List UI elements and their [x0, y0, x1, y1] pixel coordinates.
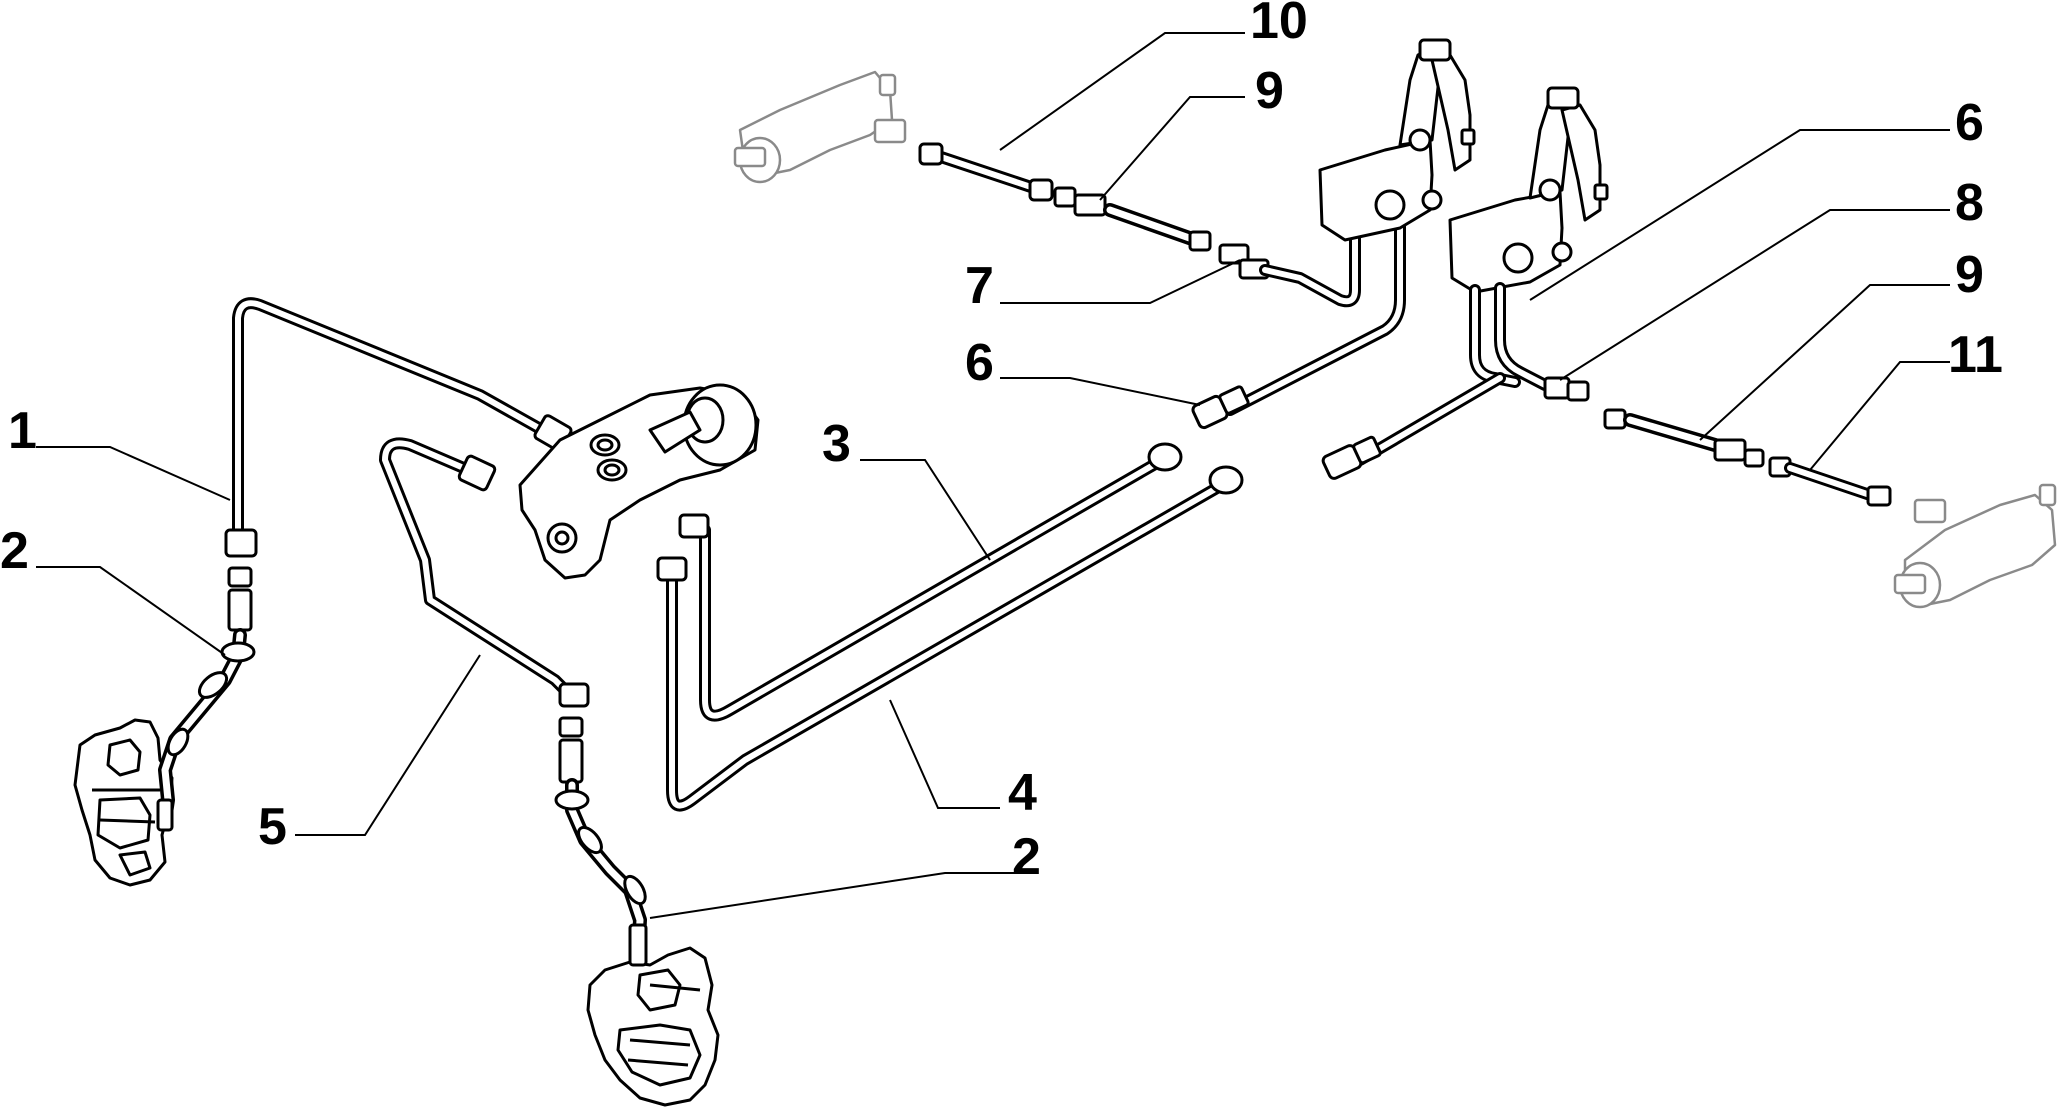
leader-lines [36, 32, 1950, 919]
master-cylinder [518, 383, 760, 580]
callout-9-left: 9 [1255, 62, 1284, 120]
callout-7: 7 [965, 257, 994, 315]
left-front-caliper [73, 718, 174, 887]
flex-hose-2-left [156, 566, 256, 832]
callout-8: 8 [1955, 174, 1984, 232]
pipe-1 [224, 297, 573, 558]
leader-9-left [1099, 96, 1245, 201]
callout-9-right: 9 [1955, 246, 1984, 304]
right-rear-brake-regulator [1448, 86, 1609, 294]
pipe-6-left [1191, 219, 1406, 430]
leader-7 [1000, 259, 1241, 304]
pipe-5 [379, 437, 590, 708]
callout-3: 3 [822, 415, 851, 473]
left-rear-brake-regulator [1318, 38, 1476, 242]
leader-8 [1559, 209, 1950, 381]
callout-2-left: 2 [0, 522, 29, 580]
leader-6-left [1000, 377, 1201, 406]
pipe-6-right [1321, 282, 1551, 480]
right-rear-valve-8 [1543, 376, 1590, 402]
flex-hose-2-right [554, 716, 648, 967]
callout-2-right: 2 [1012, 828, 1041, 886]
flex-hose-9-left [1053, 186, 1212, 252]
callout-4: 4 [1008, 764, 1037, 822]
callout-1: 1 [8, 402, 37, 460]
pipe-11 [1768, 456, 1892, 507]
callout-10: 10 [1250, 0, 1308, 50]
callout-6-left: 6 [965, 334, 994, 392]
flex-hose-9-right [1603, 408, 1765, 468]
left-rear-valve-7 [1218, 219, 1361, 308]
leader-9-right [1699, 284, 1950, 441]
pipe-3 [678, 442, 1183, 722]
pipe-4 [656, 465, 1244, 812]
pipe-10 [918, 142, 1054, 202]
right-front-caliper [586, 946, 720, 1107]
leader-11 [1809, 361, 1950, 471]
leader-4 [889, 699, 1000, 809]
leader-2-right [649, 872, 1020, 919]
callout-5: 5 [258, 798, 287, 856]
leader-3 [860, 459, 991, 561]
leader-6-right [1529, 129, 1950, 301]
leader-10 [999, 32, 1245, 151]
callout-6-right: 6 [1955, 94, 1984, 152]
right-rear-wheel-cylinder [1893, 483, 2057, 609]
leader-2-left [36, 566, 226, 656]
leader-1 [36, 446, 231, 501]
leader-5 [295, 654, 481, 836]
callout-11: 11 [1948, 326, 2003, 384]
left-rear-wheel-cylinder [733, 70, 907, 184]
callout-labels: 1 2 2 3 4 5 6 6 7 8 9 9 10 11 [0, 0, 2003, 886]
